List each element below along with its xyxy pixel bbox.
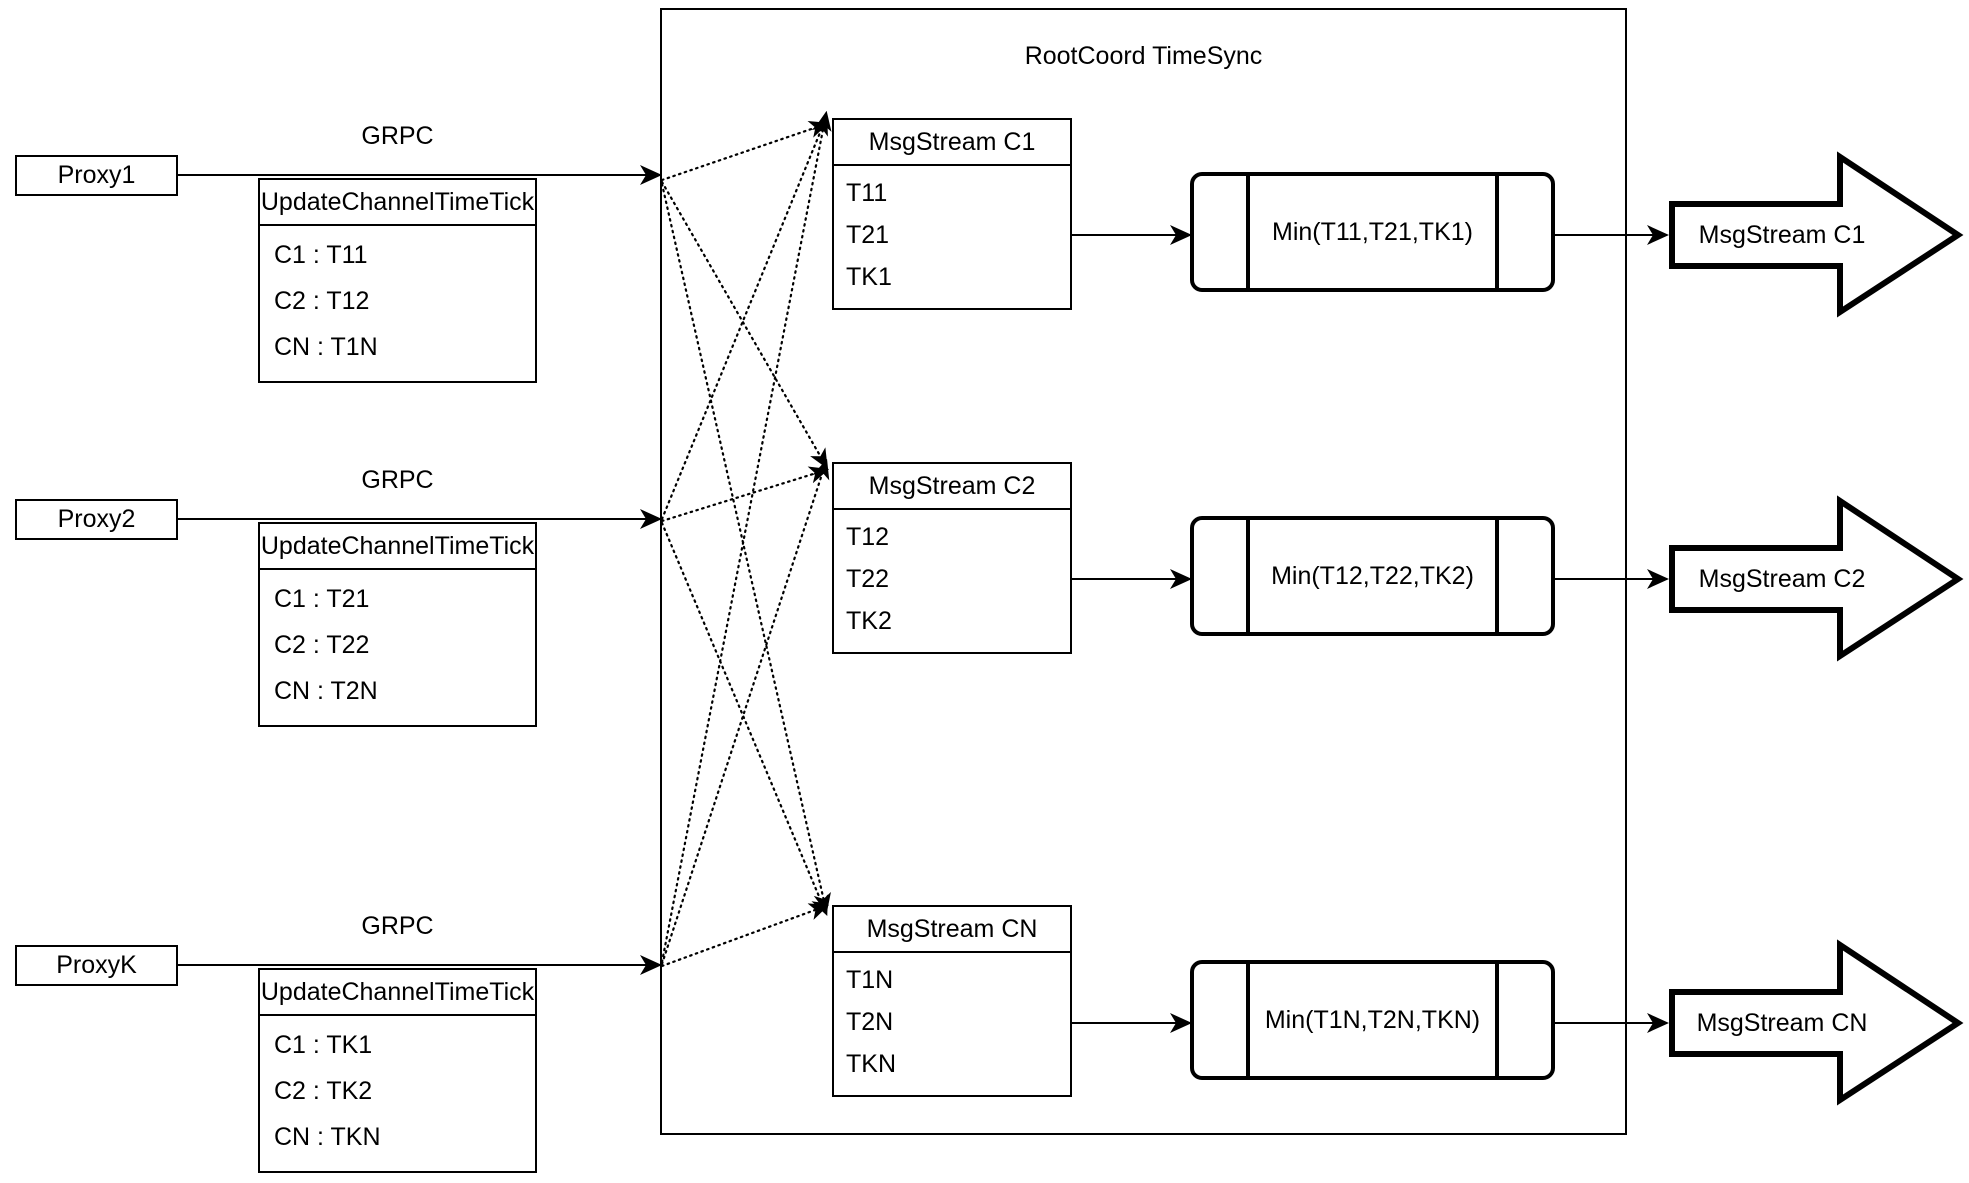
msgstream-header: MsgStream C2	[834, 464, 1070, 510]
timetick-entry: CN : TKN	[274, 1123, 381, 1152]
msgstream-entry: TK2	[846, 606, 892, 635]
grpc-link-label-3: GRPC	[361, 912, 434, 940]
min-process-box-2[interactable]: Min(T12,T22,TK2)	[1190, 516, 1555, 636]
msgstream-header: MsgStream CN	[834, 907, 1070, 953]
timetick-entry: C2 : TK2	[274, 1076, 373, 1105]
update-channel-timetick-box-2[interactable]: UpdateChannelTimeTick C1 : T21 C2 : T22 …	[258, 522, 537, 727]
timetick-entry: CN : T1N	[274, 333, 378, 362]
min-process-label: Min(T11,T21,TK1)	[1272, 217, 1473, 246]
min-process-label: Min(T12,T22,TK2)	[1271, 561, 1474, 590]
update-channel-timetick-header: UpdateChannelTimeTick	[260, 524, 535, 570]
proxy-box-2[interactable]: Proxy2	[15, 499, 178, 540]
update-channel-timetick-box-1[interactable]: UpdateChannelTimeTick C1 : T11 C2 : T12 …	[258, 178, 537, 383]
proxy-label: Proxy1	[57, 161, 136, 189]
msgstream-entry: TK1	[846, 262, 892, 291]
output-msgstream-label-3: MsgStream CN	[1696, 1009, 1868, 1037]
proxy-box-3[interactable]: ProxyK	[15, 945, 178, 986]
process-bar-right	[1495, 960, 1499, 1080]
min-process-box-3[interactable]: Min(T1N,T2N,TKN)	[1190, 960, 1555, 1080]
timetick-entry: C2 : T22	[274, 630, 370, 659]
proxy-label: ProxyK	[56, 951, 137, 979]
timetick-entry: CN : T2N	[274, 677, 378, 706]
msgstream-entry: T21	[846, 220, 890, 249]
proxy-label: Proxy2	[57, 505, 136, 533]
proxy-box-1[interactable]: Proxy1	[15, 155, 178, 196]
timetick-entry: C1 : TK1	[274, 1030, 373, 1059]
msgstream-entry: T2N	[846, 1007, 894, 1036]
process-bar-left	[1246, 960, 1250, 1080]
msgstream-entry: T11	[846, 178, 888, 207]
process-bar-left	[1246, 172, 1250, 292]
msgstream-entry: T12	[846, 522, 890, 551]
process-bar-left	[1246, 516, 1250, 636]
grpc-link-label-1: GRPC	[361, 122, 434, 150]
output-msgstream-label-1: MsgStream C1	[1698, 221, 1866, 249]
update-channel-timetick-box-3[interactable]: UpdateChannelTimeTick C1 : TK1 C2 : TK2 …	[258, 968, 537, 1173]
process-bar-right	[1495, 516, 1499, 636]
output-msgstream-label-2: MsgStream C2	[1698, 565, 1866, 593]
timetick-entry: C1 : T21	[274, 584, 370, 613]
process-bar-right	[1495, 172, 1499, 292]
grpc-link-label-2: GRPC	[361, 466, 434, 494]
msgstream-box-3[interactable]: MsgStream CN T1N T2N TKN	[832, 905, 1072, 1097]
min-process-label: Min(T1N,T2N,TKN)	[1264, 1005, 1481, 1034]
msgstream-box-2[interactable]: MsgStream C2 T12 T22 TK2	[832, 462, 1072, 654]
update-channel-timetick-header: UpdateChannelTimeTick	[260, 970, 535, 1016]
msgstream-entry: T22	[846, 564, 890, 593]
timetick-entry: C1 : T11	[274, 240, 368, 269]
msgstream-box-1[interactable]: MsgStream C1 T11 T21 TK1	[832, 118, 1072, 310]
rootcoord-timesync-title: RootCoord TimeSync	[1024, 42, 1263, 70]
update-channel-timetick-header: UpdateChannelTimeTick	[260, 180, 535, 226]
output-block-arrows	[1669, 151, 1964, 1106]
msgstream-entry: T1N	[846, 965, 894, 994]
min-process-box-1[interactable]: Min(T11,T21,TK1)	[1190, 172, 1555, 292]
msgstream-header: MsgStream C1	[834, 120, 1070, 166]
msgstream-entry: TKN	[846, 1049, 896, 1078]
timetick-entry: C2 : T12	[274, 286, 370, 315]
